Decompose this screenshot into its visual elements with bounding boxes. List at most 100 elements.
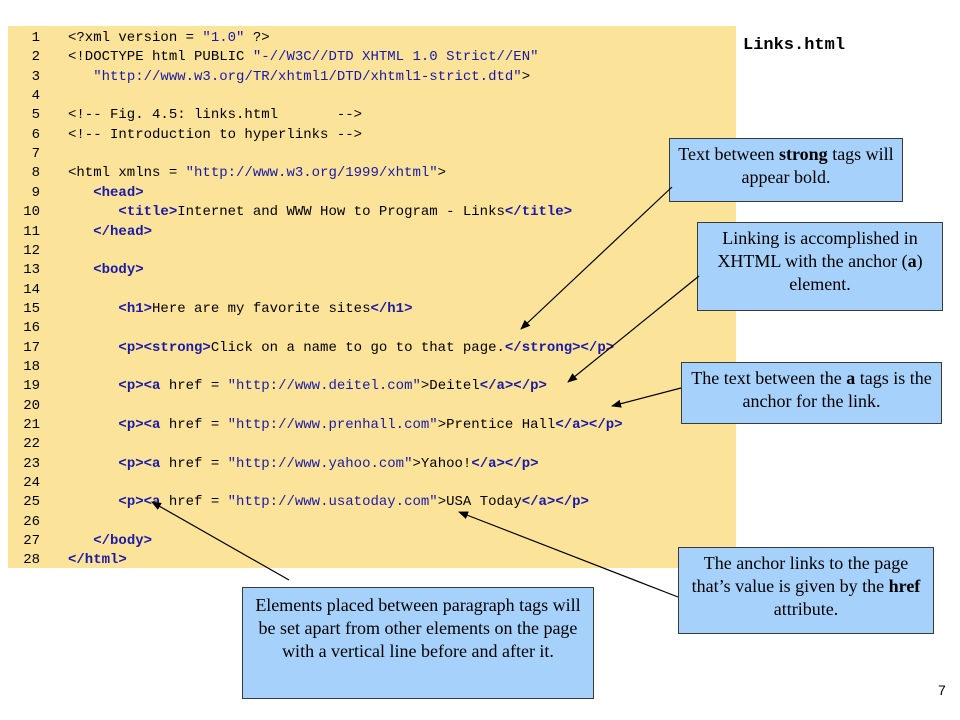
code-line: 13 <body> [8,261,144,280]
code-text: <!DOCTYPE html PUBLIC [68,49,253,66]
code-text: href = [160,378,228,395]
line-number: 3 [31,68,40,85]
code-string: "-//W3C//DTD XHTML 1.0 Strict//EN" [252,49,539,66]
code-text [68,185,93,201]
line-number: 2 [31,49,40,66]
code-line: 3 "http://www.w3.org/TR/xhtml1/DTD/xhtml… [8,68,531,87]
code-text: >Deitel [420,378,480,395]
code-text: <!-- Introduction to hyperlinks --> [68,126,363,143]
code-line: 15 <h1>Here are my favorite sites</h1> [8,300,412,319]
line-number: 24 [23,475,40,492]
line-number: 18 [23,358,40,375]
code-text [68,224,93,240]
code-line: 14 [8,281,68,300]
line-number: 12 [23,242,40,259]
code-tag: </title> [504,204,573,221]
code-listing: 1<?xml version = "1.0" ?>2 <!DOCTYPE html… [8,26,736,568]
callout-paragraph: Elements placed between paragraph tags w… [242,587,594,699]
line-number: 15 [23,300,40,317]
code-tag: </a></p> [471,455,539,472]
callout-text: tags is the anchor for the link. [742,368,932,411]
slide-number: 7 [938,682,946,698]
code-text: <?xml version = [68,30,203,46]
code-text [68,262,93,278]
code-text: href = [160,417,228,433]
code-tag: <p><a [118,455,161,472]
line-number: 17 [23,339,40,356]
code-line: 10 <title>Internet and WWW How to Progra… [8,203,572,222]
code-tag: </body> [93,533,153,550]
line-number: 10 [23,204,40,221]
code-tag: <p><a [118,494,161,511]
callout-keyword: strong [779,144,828,164]
code-line: 6<!-- Introduction to hyperlinks --> [8,126,362,145]
code-tag: </a></p> [555,417,623,433]
code-string: "http://www.w3.org/1999/xhtml" [185,165,438,182]
code-line: 1<?xml version = "1.0" ?> [8,29,270,48]
code-tag: <p><strong> [118,339,211,356]
code-tag: <head> [93,184,144,201]
code-text [68,417,118,433]
code-text [68,301,118,317]
line-number: 19 [23,378,40,395]
code-text: Click on a name to go to that page. [210,339,505,356]
code-text: > [437,165,447,182]
code-string: "1.0" [202,30,245,46]
code-text: href = [160,455,228,472]
code-text [68,340,118,356]
code-string: "http://www.deitel.com" [227,378,421,395]
code-line: 22 [8,435,68,454]
code-text [68,456,118,472]
callout-keyword: a [907,251,917,271]
line-number: 23 [23,455,40,472]
code-text [68,494,118,510]
code-text [68,69,93,85]
line-number: 25 [23,494,40,511]
code-text [68,533,93,549]
line-number: 5 [31,107,40,124]
code-line: 24 [8,474,68,493]
line-number: 20 [23,397,40,414]
callout-href: The anchor links to the page that’s valu… [678,547,934,634]
code-tag: </h1> [370,300,413,317]
callout-text: The anchor links to the page that’s valu… [691,553,909,596]
callout-anchor-text: The text between the a tags is the ancho… [681,362,942,424]
callout-text: The text between the [691,368,847,388]
code-tag: </a></p> [479,378,547,395]
code-tag: <body> [93,262,144,279]
code-line: 26 [8,513,68,532]
line-number: 16 [23,320,40,337]
code-line: 12 [8,242,68,261]
code-text: <!-- Fig. 4.5: links.html --> [68,107,363,124]
code-tag: </html> [68,552,127,569]
code-line: 28</html> [8,551,127,570]
line-number: 7 [31,146,40,163]
line-number: 14 [23,281,40,298]
callout-text: tags will appear bold. [741,144,894,187]
code-text: Here are my favorite sites [152,300,371,317]
callout-text: ) element. [789,251,923,294]
line-number: 4 [31,88,40,105]
code-line: 21 <p><a href = "http://www.prenhall.com… [8,416,623,435]
code-line: 11 </head> [8,223,152,242]
code-line: 25 <p><a href = "http://www.usatoday.com… [8,493,589,512]
code-text [68,378,118,394]
code-string: "http://www.w3.org/TR/xhtml1/DTD/xhtml1-… [93,68,522,85]
code-line: 20 [8,397,68,416]
code-text: Internet and WWW How to Program - Links [177,204,505,221]
code-tag: <p><a [118,417,161,433]
code-line: 17 <p><strong>Click on a name to go to t… [8,339,614,358]
line-number: 13 [23,262,40,279]
code-tag: <title> [118,204,178,221]
callout-text: Elements placed between paragraph tags w… [255,595,581,661]
code-tag: <p><a [118,378,161,395]
code-line: 18 [8,358,68,377]
code-line: 19 <p><a href = "http://www.deitel.com">… [8,377,547,396]
code-line: 23 <p><a href = "http://www.yahoo.com">Y… [8,455,539,474]
code-text: ?> [244,30,270,46]
code-tag: <h1> [118,300,153,317]
code-text [68,204,118,220]
code-string: "http://www.usatoday.com" [227,494,438,511]
code-string: "http://www.prenhall.com" [227,417,438,433]
code-line: 2 <!DOCTYPE html PUBLIC "-//W3C//DTD XHTM… [8,48,539,67]
